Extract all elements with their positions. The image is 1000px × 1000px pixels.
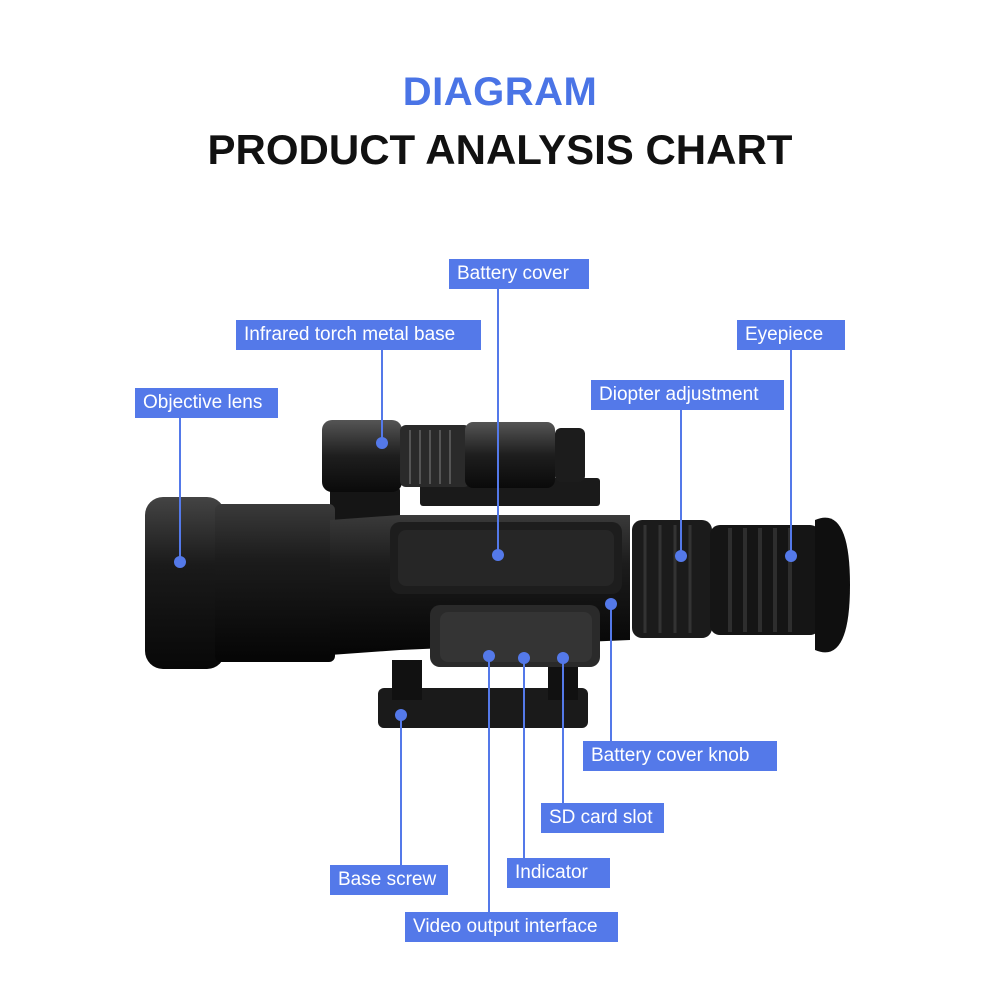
dot-video-output xyxy=(483,650,495,662)
dot-objective-lens xyxy=(174,556,186,568)
leader-lines xyxy=(179,289,792,913)
dot-diopter xyxy=(675,550,687,562)
eyepiece xyxy=(710,517,850,653)
label-eyepiece: Eyepiece xyxy=(737,320,845,350)
main-body xyxy=(330,515,630,667)
dot-indicator xyxy=(518,652,530,664)
diopter-ring xyxy=(632,520,712,638)
marker-dots xyxy=(174,437,797,721)
label-battery-cover: Battery cover xyxy=(449,259,589,289)
label-objective-lens: Objective lens xyxy=(135,388,278,418)
label-base-screw: Base screw xyxy=(330,865,448,895)
dot-battery-knob xyxy=(605,598,617,610)
dot-eyepiece xyxy=(785,550,797,562)
dot-battery-cover xyxy=(492,549,504,561)
label-infrared-torch-metal-base: Infrared torch metal base xyxy=(236,320,481,350)
dot-torch-base xyxy=(376,437,388,449)
page-title: PRODUCT ANALYSIS CHART xyxy=(207,126,793,173)
objective-lens xyxy=(145,497,335,669)
label-video-output-interface: Video output interface xyxy=(405,912,618,942)
label-sd-card-slot: SD card slot xyxy=(541,803,664,833)
infrared-torch xyxy=(322,420,585,492)
mount-base xyxy=(378,660,588,728)
dot-base-screw xyxy=(395,709,407,721)
dot-sd-card xyxy=(557,652,569,664)
label-indicator: Indicator xyxy=(507,858,610,888)
label-diopter-adjustment: Diopter adjustment xyxy=(591,380,784,410)
label-battery-cover-knob: Battery cover knob xyxy=(583,741,777,771)
diagram-title: DIAGRAM xyxy=(402,70,598,114)
